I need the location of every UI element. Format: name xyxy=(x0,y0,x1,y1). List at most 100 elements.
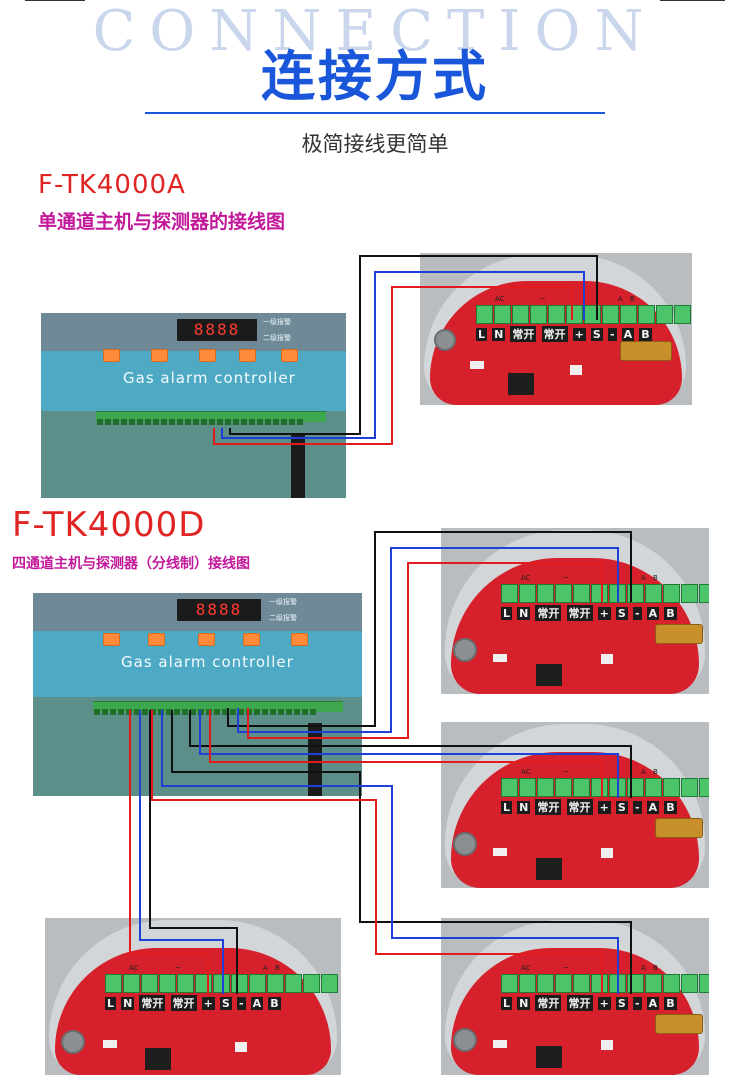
term-no2: 常开 xyxy=(566,605,593,621)
controller-a: 8888 一级报警 二级报警 Gas alarm controller xyxy=(41,313,346,498)
controller-a-label: Gas alarm controller xyxy=(123,369,296,387)
detector-d3: AC ~ A B L N 常开 常开 + S - A B xyxy=(45,918,341,1075)
detector-d1-terminal-labels: L N 常开 常开 + S - A B xyxy=(501,602,677,621)
controller-d-button-1 xyxy=(103,633,120,646)
controller-d: 8888 一级报警 二级报警 Gas alarm controller xyxy=(33,593,362,796)
controller-d-display: 8888 xyxy=(177,599,261,621)
term-plus: + xyxy=(572,328,586,341)
wire-a-red xyxy=(213,286,573,445)
detector-d2-component-2 xyxy=(601,848,613,858)
term-s: S xyxy=(219,997,232,1010)
controller-d-button-3 xyxy=(198,633,215,646)
detector-d3-label-b: B xyxy=(275,964,280,972)
controller-d-alarm1: 一级报警 xyxy=(269,598,297,606)
term-minus: - xyxy=(236,997,246,1010)
detector-d2-sensor xyxy=(655,818,703,838)
detector-d1-label-tilde: ~ xyxy=(563,574,569,582)
controller-d-cable xyxy=(308,723,322,796)
wire-d4-blue xyxy=(161,710,619,994)
controller-a-alarm1: 一级报警 xyxy=(263,318,291,326)
detector-d1-label-ac: AC xyxy=(521,574,531,582)
detector-d4-mount-hole xyxy=(453,1028,477,1052)
detector-d3-chip xyxy=(145,1048,171,1070)
wire-d1-black xyxy=(227,531,632,727)
term-n: N xyxy=(492,328,506,341)
term-l: L xyxy=(476,328,488,341)
detector-d3-mount-hole xyxy=(61,1030,85,1054)
wire-d2-black xyxy=(189,710,632,798)
detector-d4-component-2 xyxy=(601,1040,613,1050)
term-l: L xyxy=(501,997,513,1010)
detector-d4-label-ac: AC xyxy=(521,964,531,972)
detector-d3-label-tilde: ~ xyxy=(175,964,181,972)
detector-d3-terminal-labels: L N 常开 常开 + S - A B xyxy=(105,992,281,1011)
term-a: A xyxy=(250,997,264,1010)
controller-d-alarm2: 二级报警 xyxy=(269,614,297,622)
term-plus: + xyxy=(597,607,611,620)
term-n: N xyxy=(517,997,531,1010)
detector-a-mount-hole xyxy=(434,329,456,351)
term-plus: + xyxy=(597,801,611,814)
term-minus: - xyxy=(632,607,642,620)
controller-a-terminal-strip xyxy=(96,411,326,425)
model-d-title: F-TK4000D xyxy=(12,505,206,545)
term-no1: 常开 xyxy=(535,605,562,621)
term-a: A xyxy=(646,607,660,620)
term-no1: 常开 xyxy=(535,995,562,1011)
detector-d1-terminal-block xyxy=(501,584,709,603)
controller-a-button-3 xyxy=(199,349,216,362)
term-minus: - xyxy=(632,997,642,1010)
detector-d1-component xyxy=(493,654,507,662)
wire-d2-red xyxy=(209,710,603,798)
term-no1: 常开 xyxy=(535,799,562,815)
term-no1: 常开 xyxy=(139,995,166,1011)
controller-a-cable xyxy=(291,433,305,498)
term-b: B xyxy=(664,801,677,814)
term-s: S xyxy=(615,801,628,814)
detector-d1-chip xyxy=(536,664,562,686)
detector-d1-component-2 xyxy=(601,654,613,664)
detector-d2-label-tilde: ~ xyxy=(563,768,569,776)
term-no1: 常开 xyxy=(510,326,537,342)
model-a-title: F-TK4000A xyxy=(38,170,186,200)
wire-d4-black xyxy=(171,710,632,994)
detector-d4-board xyxy=(451,948,699,1075)
page-subtitle: 极简接线更简单 xyxy=(301,132,449,156)
term-plus: + xyxy=(201,997,215,1010)
detector-a-label-ac: AC xyxy=(495,295,505,303)
controller-d-label: Gas alarm controller xyxy=(121,653,294,671)
detector-a-terminal-labels: L N 常开 常开 + S - A B xyxy=(476,323,652,342)
term-minus: - xyxy=(632,801,642,814)
detector-a-component-2 xyxy=(570,365,582,375)
detector-d1-sensor xyxy=(655,624,703,644)
term-b: B xyxy=(268,997,281,1010)
model-d-caption: 四通道主机与探测器（分线制）接线图 xyxy=(12,556,250,572)
term-n: N xyxy=(517,607,531,620)
detector-d1-mount-hole xyxy=(453,638,477,662)
detector-d2-label-ac: AC xyxy=(521,768,531,776)
wire-d1-blue xyxy=(237,547,619,733)
detector-d1: AC ~ A B L N 常开 常开 + S - A B xyxy=(441,528,709,694)
term-l: L xyxy=(105,997,117,1010)
wire-d2-blue xyxy=(199,710,619,798)
controller-a-button-4 xyxy=(239,349,256,362)
detector-d2-chip xyxy=(536,858,562,880)
wire-d3-blue xyxy=(139,710,224,994)
controller-d-button-5 xyxy=(291,633,308,646)
detector-d3-component-2 xyxy=(235,1042,247,1052)
detector-d2-terminal-labels: L N 常开 常开 + S - A B xyxy=(501,796,677,815)
detector-a-label-a: A xyxy=(618,295,623,303)
term-s: S xyxy=(615,607,628,620)
detector-a-label-tilde: ~ xyxy=(540,295,546,303)
detector-d4-terminal-labels: L N 常开 常开 + S - A B xyxy=(501,992,677,1011)
detector-a: AC ~ A B L N 常开 常开 + S - A B xyxy=(420,253,692,405)
detector-d4: AC ~ A B L N 常开 常开 + S - A B xyxy=(441,918,709,1075)
wire-d4-red xyxy=(151,710,603,994)
term-s: S xyxy=(590,328,603,341)
detector-d2-component xyxy=(493,848,507,856)
term-n: N xyxy=(121,997,135,1010)
detector-d4-label-a: A xyxy=(641,964,646,972)
detector-d4-label-b: B xyxy=(653,964,658,972)
wire-a-black xyxy=(229,255,598,435)
